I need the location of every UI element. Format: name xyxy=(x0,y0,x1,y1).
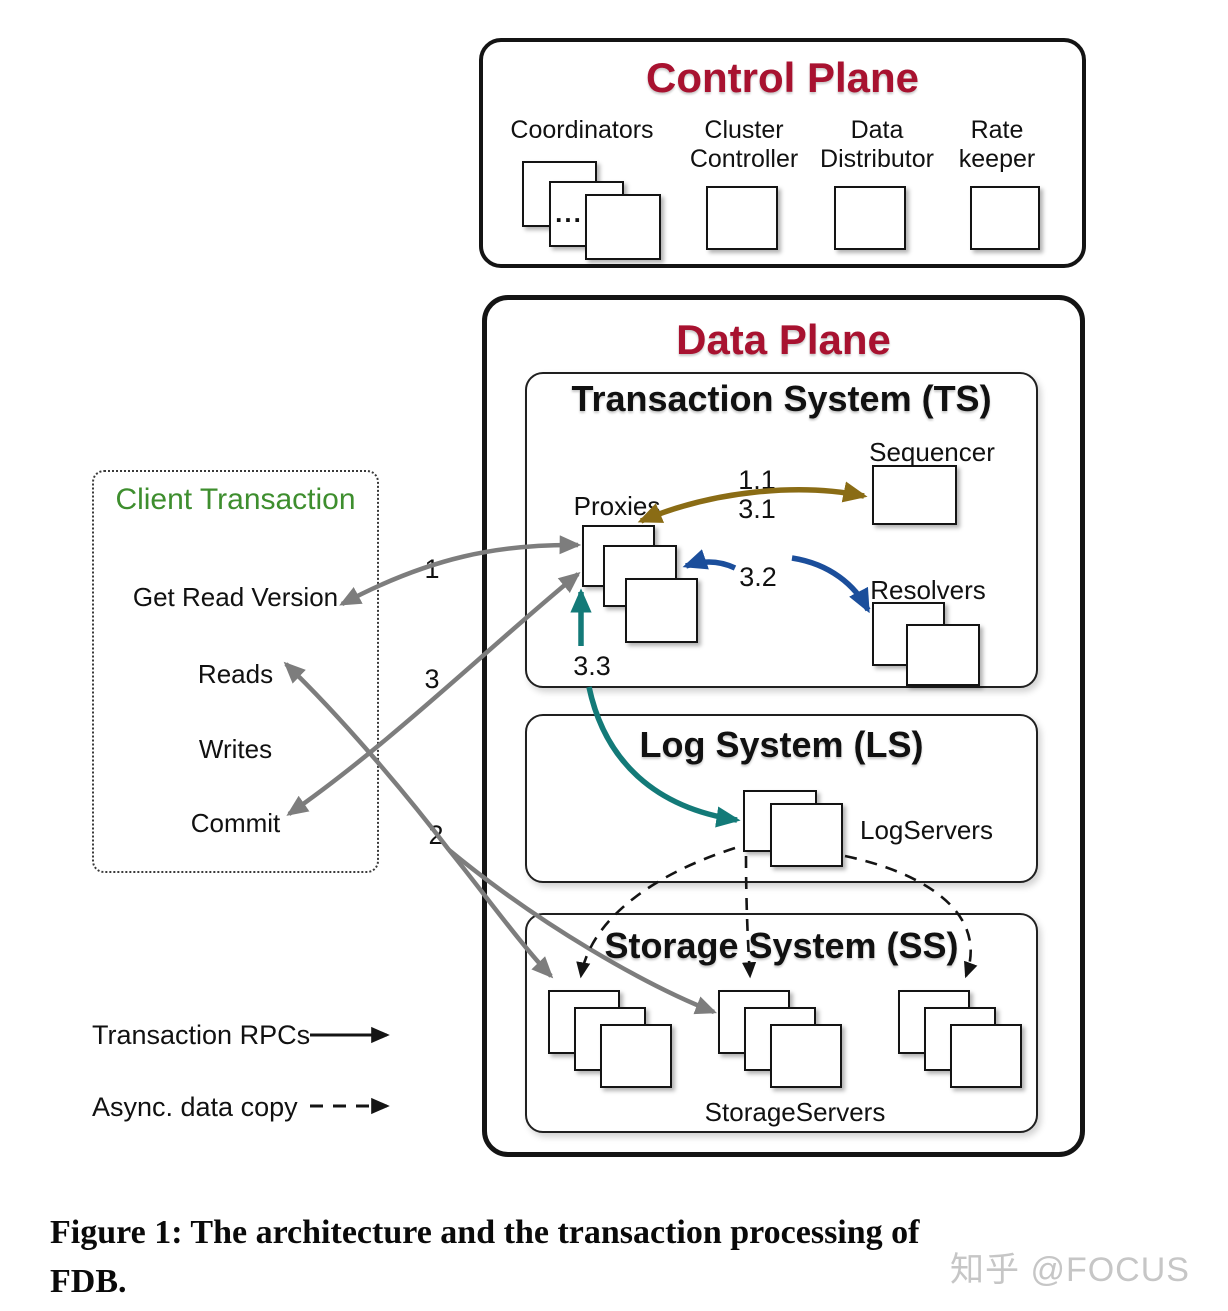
sequencer-box xyxy=(872,465,957,525)
watermark-text: 知乎 @FOCUS xyxy=(950,1251,1190,1289)
storageservers-label: StorageServers xyxy=(704,1097,886,1127)
logservers-label: LogServers xyxy=(860,815,993,845)
flow-label-3-2: 3.2 xyxy=(739,562,777,592)
data-distributor-label: Data Distributor xyxy=(820,116,934,173)
flow-step-1-label: 1 xyxy=(424,554,440,584)
coordinator-box-3 xyxy=(585,194,661,260)
resolvers-label: Resolvers xyxy=(870,575,986,605)
logserver-box-2 xyxy=(770,803,843,867)
storage-system-title: Storage System (SS) xyxy=(604,925,959,966)
data-plane-title: Data Plane xyxy=(676,316,891,363)
sequencer-label: Sequencer xyxy=(869,437,995,467)
data-distributor-box xyxy=(834,186,906,250)
client-op-commit: Commit xyxy=(190,808,281,838)
flow-label-1-1: 1.1 xyxy=(738,465,776,495)
client-op-reads: Reads xyxy=(197,659,274,689)
flow-label-3-3: 3.3 xyxy=(573,651,611,681)
client-op-writes: Writes xyxy=(198,734,273,764)
flow-label-3-1: 3.1 xyxy=(738,494,776,524)
legend-transaction-rpcs-label: Transaction RPCs xyxy=(92,1020,311,1050)
figure-caption-line1: Figure 1: The architecture and the trans… xyxy=(50,1214,920,1251)
coordinators-ellipsis: ... xyxy=(555,198,583,228)
ratekeeper-box xyxy=(970,186,1040,250)
proxy-box-3 xyxy=(625,578,698,643)
client-transaction-title: Client Transaction xyxy=(115,483,356,516)
log-system-title: Log System (LS) xyxy=(639,724,924,765)
figure-caption-line2: FDB. xyxy=(50,1263,127,1301)
transaction-system-title: Transaction System (TS) xyxy=(571,378,992,419)
coordinators-label: Coordinators xyxy=(510,116,654,144)
control-plane-title: Control Plane xyxy=(645,54,920,101)
ratekeeper-label: Rate keeper xyxy=(958,116,1036,173)
cluster-controller-label: Cluster Controller xyxy=(689,116,799,173)
storage-box-2c xyxy=(770,1024,842,1088)
figure-caption: Figure 1: The architecture and the trans… xyxy=(50,1208,1190,1307)
client-op-get-read-version: Get Read Version xyxy=(132,582,339,612)
storage-box-3c xyxy=(950,1024,1022,1088)
proxies-label: Proxies xyxy=(573,491,661,521)
storage-box-1c xyxy=(600,1024,672,1088)
resolver-box-2 xyxy=(906,624,980,686)
cluster-controller-box xyxy=(706,186,778,250)
legend-async-data-copy-label: Async. data copy xyxy=(92,1092,298,1122)
flow-step-3-label: 3 xyxy=(424,664,440,694)
flow-step-2-label: 2 xyxy=(428,820,444,850)
